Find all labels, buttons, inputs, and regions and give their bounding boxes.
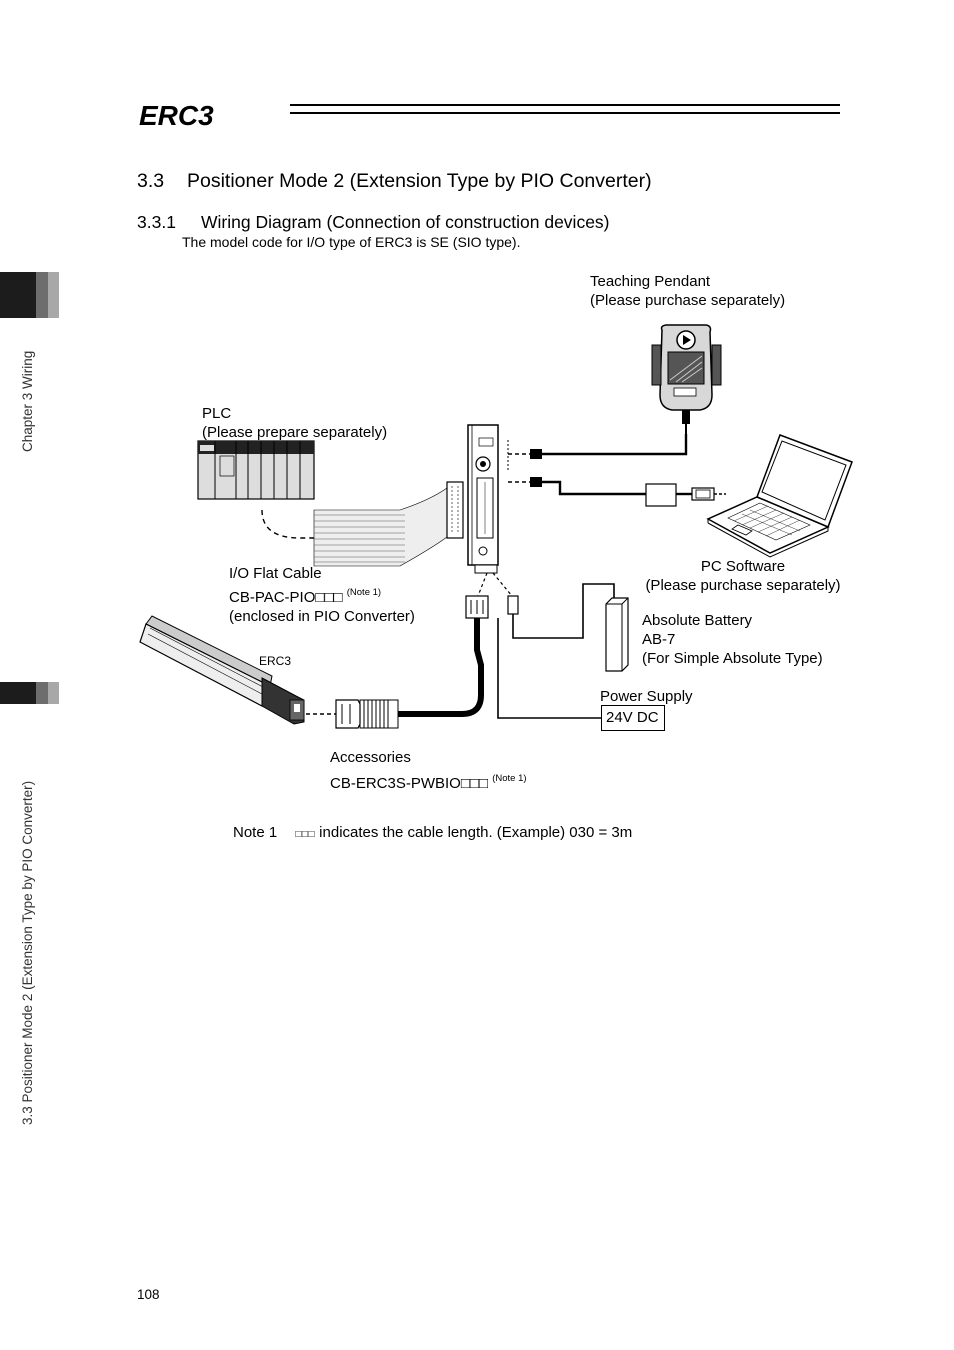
page-number: 108 bbox=[137, 1287, 160, 1302]
accessories-note-ref: (Note 1) bbox=[492, 773, 527, 784]
section-heading: 3.3 Positioner Mode 2 (Extension Type by … bbox=[137, 170, 652, 193]
svg-text:ERC3: ERC3 bbox=[139, 100, 214, 129]
plc-note: (Please prepare separately) bbox=[202, 424, 388, 441]
plc-illustration bbox=[197, 440, 315, 500]
io-cable-note-ref: (Note 1) bbox=[346, 587, 382, 598]
footnote-text: indicates the cable length. (Example) 03… bbox=[319, 824, 633, 841]
teaching-pendant-label: Teaching Pendant (Please purchase separa… bbox=[590, 272, 785, 310]
teaching-pendant-title: Teaching Pendant bbox=[590, 273, 711, 290]
chapter-tab-light bbox=[48, 272, 59, 318]
header-rule-top bbox=[290, 104, 840, 106]
io-cable-label: I/O Flat Cable CB-PAC-PIO□□□ (Note 1) (e… bbox=[229, 564, 415, 626]
pc-software-title: PC Software bbox=[700, 558, 786, 575]
section-tab-light bbox=[48, 682, 59, 704]
actuator-label: ERC3 bbox=[259, 654, 292, 668]
model-code-note: The model code for I/O type of ERC3 is S… bbox=[182, 234, 521, 250]
plc-label: PLC (Please prepare separately) bbox=[202, 404, 387, 442]
pc-software-note: (Please purchase separately) bbox=[645, 577, 841, 594]
power-supply-box: 24V DC bbox=[601, 705, 665, 731]
accessories-title: Accessories bbox=[330, 749, 411, 766]
chapter-tab-mid bbox=[36, 272, 48, 318]
battery-label: Absolute Battery AB-7 (For Simple Absolu… bbox=[642, 611, 823, 668]
battery-note: (For Simple Absolute Type) bbox=[642, 650, 823, 667]
footnote-label: Note 1 bbox=[233, 824, 278, 841]
pc-software-label: PC Software (Please purchase separately) bbox=[639, 557, 847, 595]
section-tab-mid bbox=[36, 682, 48, 704]
plc-title: PLC bbox=[202, 405, 232, 422]
cable-connector-illustration bbox=[335, 699, 399, 729]
absolute-battery-illustration bbox=[605, 597, 629, 672]
accessories-model: CB-ERC3S-PWBIO□□□ bbox=[330, 775, 489, 792]
io-cable-enclosed: (enclosed in PIO Converter) bbox=[229, 608, 415, 625]
section-number: 3.3 bbox=[137, 170, 165, 192]
battery-model: AB-7 bbox=[642, 631, 676, 648]
footnote: Note 1 □□□ indicates the cable length. (… bbox=[233, 823, 632, 844]
power-supply-label: Power Supply bbox=[600, 688, 693, 705]
teaching-pendant-illustration bbox=[651, 324, 722, 434]
header-rule-bottom bbox=[290, 112, 840, 114]
pio-converter-illustration bbox=[467, 424, 499, 574]
section-tab-dark bbox=[0, 682, 36, 704]
chapter-tab-dark bbox=[0, 272, 36, 318]
io-cable-title: I/O Flat Cable bbox=[229, 565, 322, 582]
accessories-label: Accessories CB-ERC3S-PWBIO□□□ (Note 1) bbox=[330, 748, 527, 793]
io-cable-model: CB-PAC-PIO□□□ bbox=[229, 589, 343, 606]
flat-cable-illustration bbox=[313, 481, 464, 567]
subsection-heading: 3.3.1 Wiring Diagram (Connection of const… bbox=[137, 212, 610, 233]
section-title: Positioner Mode 2 (Extension Type by PIO… bbox=[187, 170, 652, 192]
subsection-number: 3.3.1 bbox=[137, 212, 176, 232]
teaching-pendant-note: (Please purchase separately) bbox=[590, 292, 786, 309]
laptop-illustration bbox=[706, 434, 853, 558]
footnote-boxes: □□□ bbox=[295, 829, 315, 840]
erc3-actuator-illustration bbox=[139, 615, 305, 725]
battery-title: Absolute Battery bbox=[642, 612, 753, 629]
erc3-logo: ERC3 bbox=[137, 95, 277, 131]
subsection-title: Wiring Diagram (Connection of constructi… bbox=[201, 212, 610, 232]
